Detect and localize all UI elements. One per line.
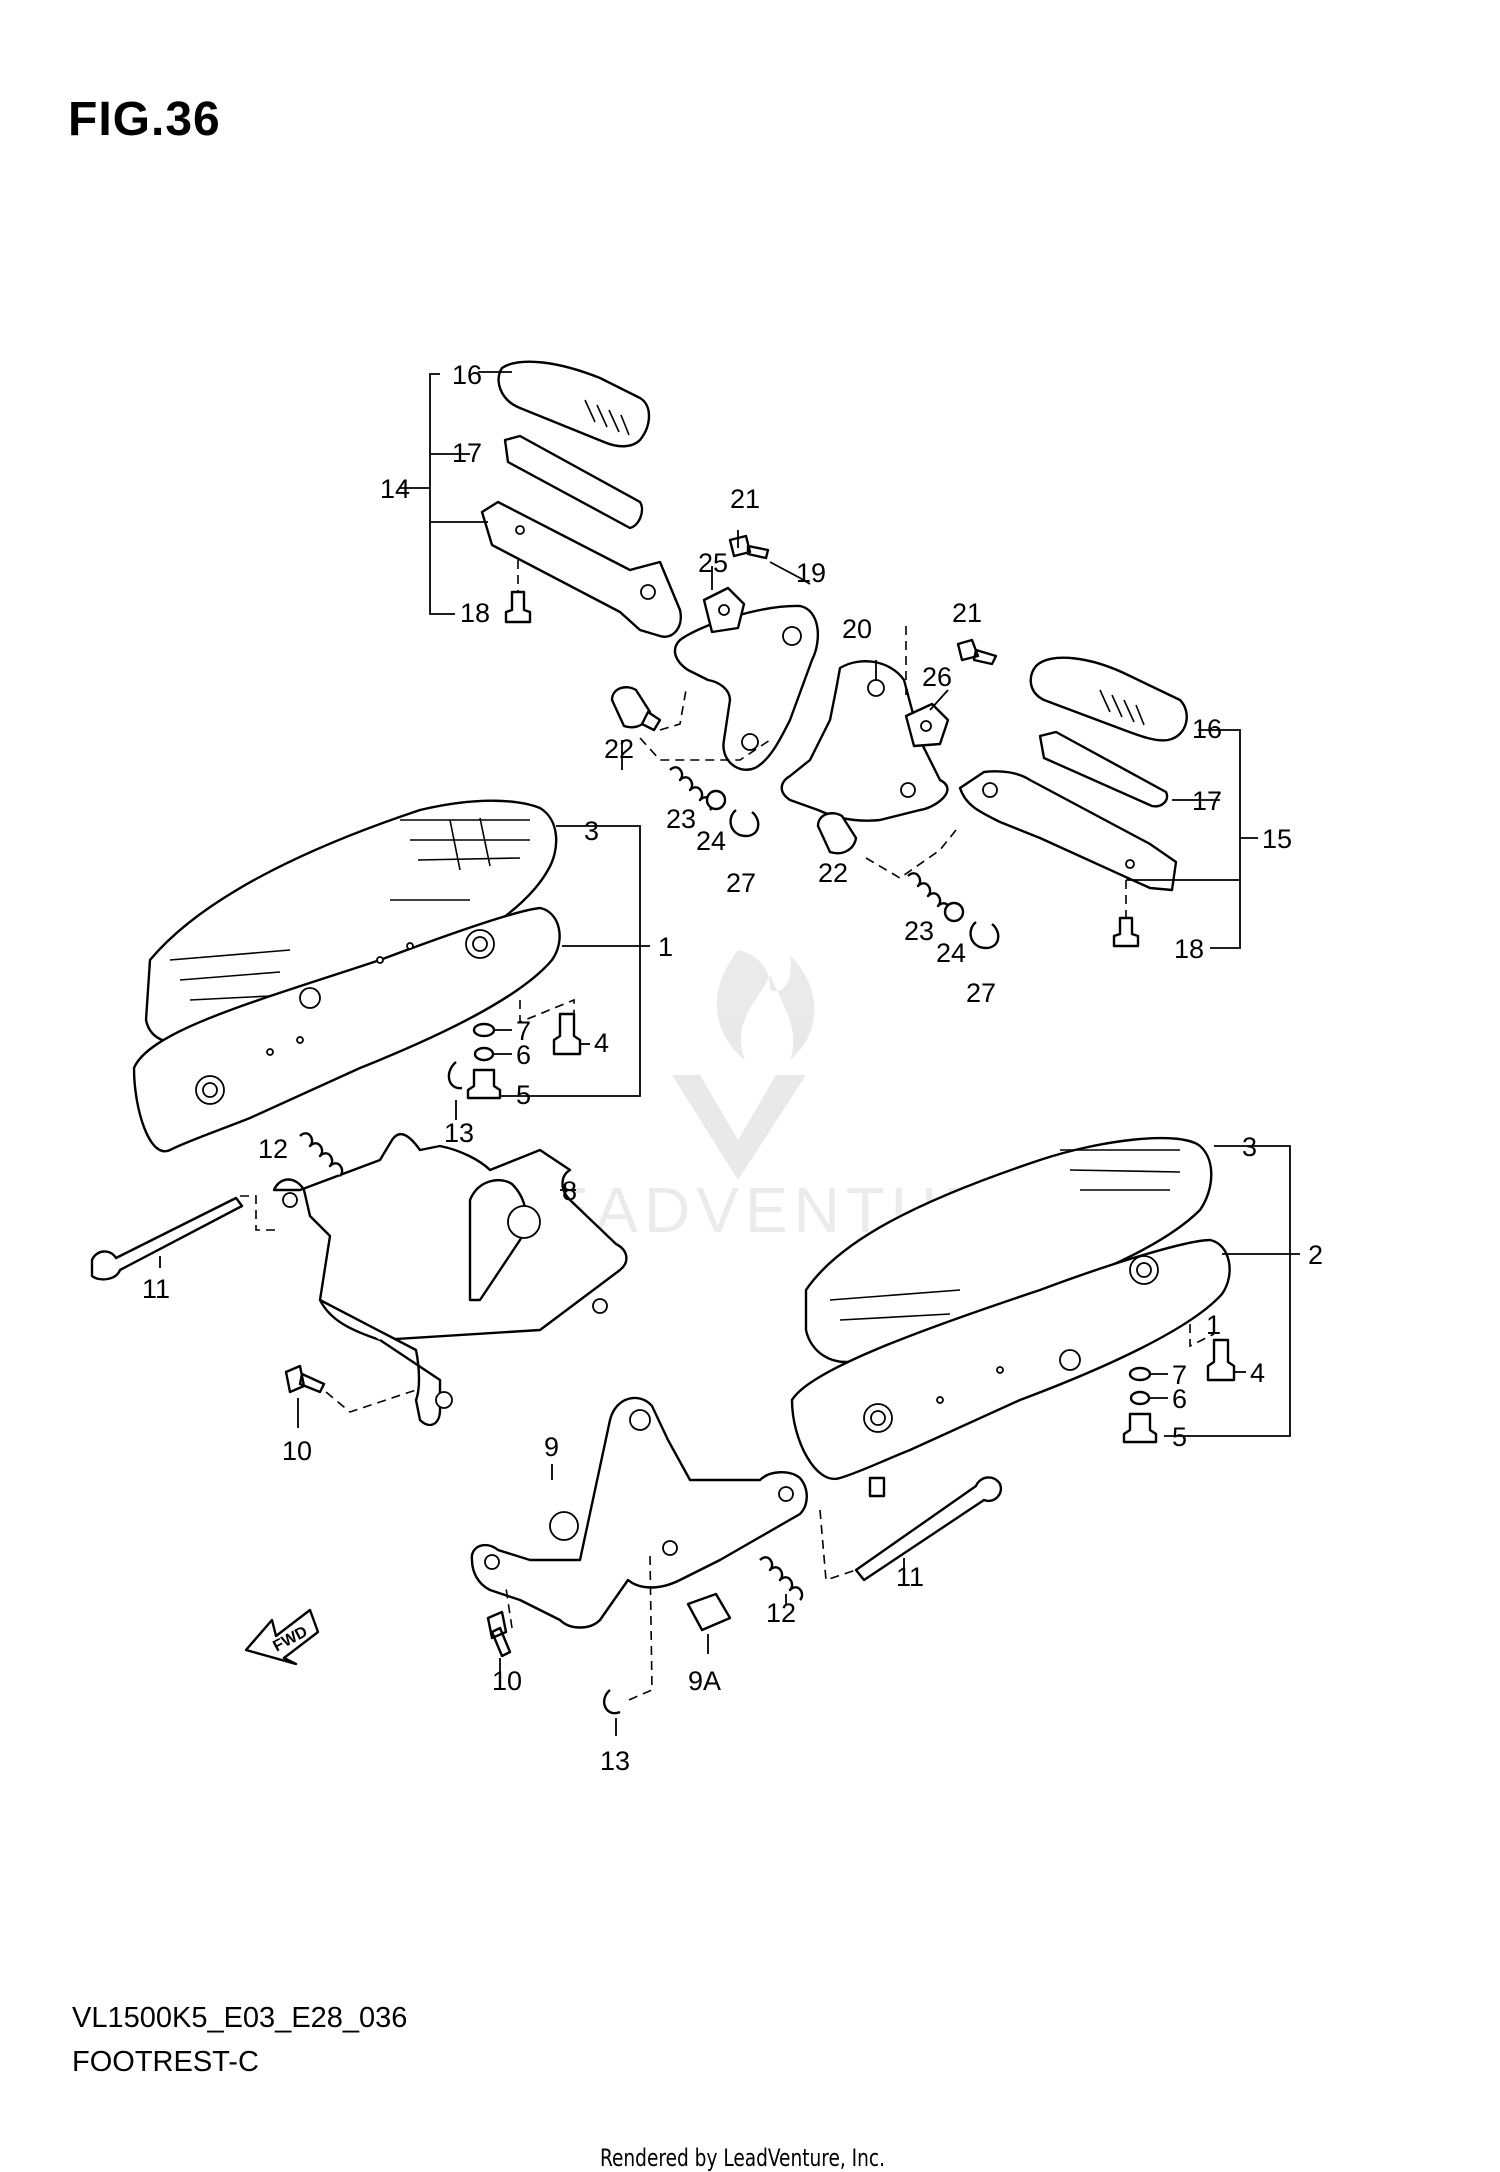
callout-23: 23 [666,804,696,834]
clip-27-right [969,921,1000,950]
callout-25: 25 [698,548,728,578]
bracket-9 [470,1396,808,1629]
callout-22: 22 [818,858,848,888]
callout-13: 13 [600,1746,630,1776]
callout-5: 5 [1172,1422,1187,1452]
callout-14: 14 [380,474,410,504]
fwd-arrow-icon: FWD [244,1608,320,1666]
stud-4-right [1206,1338,1236,1382]
callout-11: 11 [142,1274,170,1304]
bolt-10-left [284,1364,326,1394]
footrest-bracket-left [480,500,682,638]
callout-labels: 16 17 14 18 21 25 19 22 23 24 27 20 21 2… [142,360,1323,1776]
callout-10: 10 [282,1436,312,1466]
holder-19 [673,604,819,771]
model-code: VL1500K5_E03_E28_036 [72,2002,408,2034]
spring-23-right [907,872,952,917]
callout-26: 26 [922,662,952,692]
spring-12-left [299,1132,344,1177]
callout-12: 12 [258,1134,288,1164]
callout-6: 6 [516,1040,531,1070]
footrest-rubber-16-left [497,360,651,448]
callout-20: 20 [842,614,872,644]
footrest-rubber-16-right [1029,656,1188,742]
long-bolt-11-left [90,1196,244,1281]
callout-12: 12 [766,1598,796,1628]
callout-18: 18 [1174,934,1204,964]
callout-24: 24 [696,826,726,856]
holder-20 [780,660,949,822]
bolt-18-right [1112,916,1140,948]
washer-6-right [1129,1390,1151,1406]
callout-3: 3 [584,816,599,846]
footrest-bracket-right [958,770,1178,892]
ball-24-left [705,789,727,811]
callout-3: 3 [1242,1132,1257,1162]
passenger-footrest-left [400,360,682,638]
callout-10: 10 [492,1666,522,1696]
callout-23: 23 [904,916,934,946]
callout-1: 1 [658,932,673,962]
bolt-5-left [466,1068,502,1100]
bolt-10-right [486,1610,512,1658]
floorboard-left [132,799,650,1153]
render-credit: Rendered by LeadVenture, Inc. [600,2144,886,2172]
callout-9: 9 [544,1432,559,1462]
clip-13-left [447,1061,463,1090]
bracket-8 [272,1133,628,1342]
washer-7-right [1128,1366,1152,1382]
passenger-footrest-right [780,626,1258,950]
callout-21: 21 [952,598,982,628]
bolt-21-right [956,638,998,666]
callout-18: 18 [460,598,490,628]
stud-4-left [552,1012,582,1056]
floorboard-bracket-8 [90,1100,628,1428]
callout-16: 16 [452,360,482,390]
figure-title: FIG.36 [68,93,221,146]
long-bolt-11-right [854,1476,1003,1582]
callout-4: 4 [1250,1358,1265,1388]
callout-11: 11 [896,1562,924,1592]
callout-5: 5 [516,1080,531,1110]
callout-1: 1 [1206,1310,1221,1340]
callout-27: 27 [726,868,756,898]
clip-13-right [603,1689,621,1715]
washer-6-left [473,1046,495,1062]
bolt-21-left [728,534,770,560]
pad-9A [686,1592,732,1632]
callout-21: 21 [730,484,760,514]
bolt-18-left [504,590,532,624]
callout-13: 13 [444,1118,474,1148]
floorboard-bracket-9 [470,1396,1003,1736]
callout-9A: 9A [688,1666,721,1696]
spring-12-right [759,1556,804,1601]
floorboard-plate-1 [132,906,561,1153]
callout-4: 4 [594,1028,609,1058]
section-name: FOOTREST-C [72,2046,259,2078]
callout-15: 15 [1262,824,1292,854]
callout-8: 8 [562,1176,577,1206]
footrest-holder-19 [610,530,819,838]
callout-27: 27 [966,978,996,1008]
pin-22-right [816,812,858,855]
callout-24: 24 [936,938,966,968]
callout-22: 22 [604,734,634,764]
callout-17: 17 [452,438,482,468]
floorboard-right [790,1136,1300,1498]
washer-7-left [472,1022,496,1038]
callout-7: 7 [1172,1360,1187,1390]
callout-17: 17 [1192,786,1222,816]
ball-24-right [943,901,965,923]
callout-19: 19 [796,558,826,588]
footrest-plate-17-left [503,434,644,530]
floorboard-plate-2 [790,1238,1231,1481]
callout-7: 7 [516,1016,531,1046]
callout-2: 2 [1308,1240,1323,1270]
callout-16: 16 [1192,714,1222,744]
callout-6: 6 [1172,1384,1187,1414]
bolt-5-right [1122,1412,1158,1444]
footrest-plate-17-right [1038,730,1169,808]
clip-27-left [729,809,760,838]
